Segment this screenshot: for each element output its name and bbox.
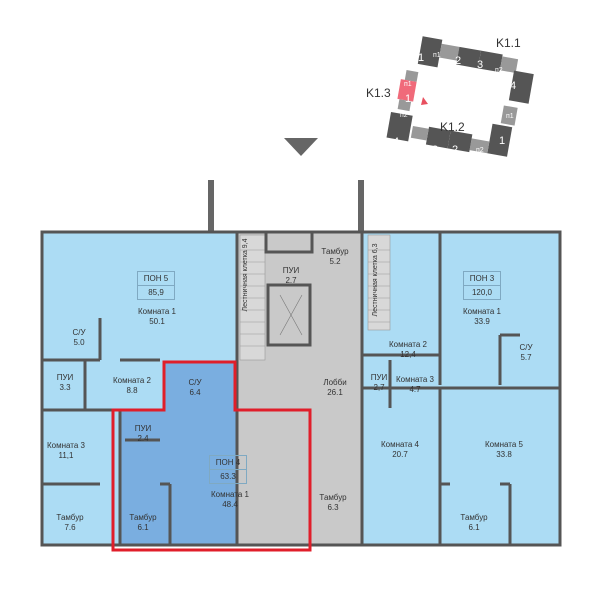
block-label: 4 bbox=[510, 80, 517, 92]
block-label: 1 bbox=[405, 93, 412, 105]
block-4[interactable] bbox=[508, 70, 534, 104]
block-label: 3 bbox=[432, 144, 439, 156]
key-plan bbox=[386, 36, 537, 159]
key-plan-k12[interactable] bbox=[386, 86, 518, 159]
block-label: п1 bbox=[404, 81, 412, 88]
block-label: 1 bbox=[499, 135, 506, 147]
block-label: 4 bbox=[393, 136, 400, 148]
unit-badge-pon3[interactable]: ПОН 3 120,0 bbox=[463, 271, 501, 300]
entrance-arrow-icon bbox=[284, 138, 318, 156]
block-label: п2 bbox=[400, 112, 408, 119]
block-3[interactable] bbox=[477, 50, 503, 73]
section-label-k13: K1.3 bbox=[366, 86, 391, 100]
block-label: п3 bbox=[412, 147, 420, 154]
section-label-k12: K1.2 bbox=[440, 120, 465, 134]
block-2[interactable] bbox=[456, 46, 482, 69]
unit-name: ПОН 4 bbox=[210, 456, 246, 470]
block-label: п1 bbox=[433, 52, 441, 59]
unit-area: 120,0 bbox=[471, 288, 493, 297]
unit-badge-pon5[interactable]: ПОН 5 85,9 bbox=[137, 271, 175, 300]
room-stair-right: Лестничная клетка 6,3 bbox=[372, 243, 379, 317]
block-label: п1 bbox=[506, 113, 514, 120]
block-1[interactable] bbox=[417, 36, 443, 68]
key-plan-k13[interactable] bbox=[396, 69, 419, 112]
unit-name: ПОН 3 bbox=[464, 272, 500, 286]
block-p1[interactable] bbox=[439, 43, 460, 61]
unit-area: 63.3 bbox=[220, 472, 236, 481]
selected-unit-outline bbox=[111, 360, 312, 552]
unit-name: ПОН 5 bbox=[138, 272, 174, 286]
unit-badge-pon4[interactable]: ПОН 4 63.3 bbox=[209, 455, 247, 484]
block-label: п2 bbox=[476, 147, 484, 154]
block-p2[interactable] bbox=[499, 56, 519, 73]
block-label: п2 bbox=[495, 67, 503, 74]
key-plan-k11[interactable] bbox=[414, 36, 537, 104]
block-label: 2 bbox=[452, 144, 459, 156]
view-direction-icon bbox=[421, 97, 428, 105]
block-label: 3 bbox=[477, 59, 484, 71]
block-label: 2 bbox=[455, 55, 462, 67]
room-stair-left: Лестничная клетка 9,4 bbox=[242, 238, 249, 312]
unit-area: 85,9 bbox=[148, 288, 164, 297]
section-label-k11: K1.1 bbox=[496, 36, 521, 50]
block-label: 1 bbox=[418, 52, 425, 64]
